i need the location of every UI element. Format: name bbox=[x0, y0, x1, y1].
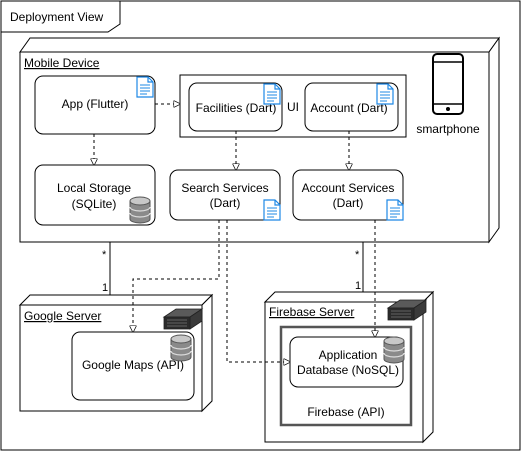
google-server-label: Google Server bbox=[24, 309, 101, 323]
firebase-server-label: Firebase Server bbox=[269, 305, 354, 319]
app-database-line1: Application bbox=[319, 348, 378, 362]
local-storage-component[interactable]: Local Storage (SQLite) bbox=[34, 164, 156, 226]
account-component[interactable]: Account (Dart) bbox=[304, 82, 399, 132]
app-label: App (Flutter) bbox=[62, 97, 129, 111]
facilities-component[interactable]: Facilities (Dart) bbox=[188, 82, 283, 132]
facilities-label: Facilities (Dart) bbox=[196, 101, 277, 115]
firebase-api-label: Firebase (API) bbox=[307, 405, 384, 419]
account-services-line1: Account Services bbox=[302, 181, 395, 195]
edge-search-google-maps bbox=[133, 220, 220, 332]
dependency-edges bbox=[94, 104, 375, 362]
ui-group-label: UI bbox=[287, 100, 299, 114]
database-icon bbox=[129, 196, 151, 224]
association-edges bbox=[109, 242, 364, 295]
database-icon bbox=[383, 336, 405, 364]
smartphone-icon bbox=[432, 53, 464, 115]
google-maps-label: Google Maps (API) bbox=[82, 358, 184, 372]
document-icon bbox=[136, 76, 154, 98]
frame-title-tab bbox=[0, 0, 121, 33]
local-storage-line1: Local Storage bbox=[57, 181, 131, 195]
mult-mobile-firebase-bottom: 1 bbox=[355, 280, 361, 292]
database-icon bbox=[170, 334, 192, 362]
document-icon bbox=[263, 199, 281, 221]
smartphone-label: smartphone bbox=[416, 122, 480, 136]
account-services-line2: (Dart) bbox=[333, 196, 364, 210]
mult-mobile-google-bottom: 1 bbox=[102, 282, 108, 294]
mult-mobile-google-top: * bbox=[102, 249, 107, 261]
document-icon bbox=[263, 83, 281, 105]
app-database-line2: Database (NoSQL) bbox=[297, 363, 399, 377]
search-services-component[interactable]: Search Services (Dart) bbox=[169, 169, 281, 221]
app-database-component[interactable]: Application Database (NoSQL) bbox=[289, 336, 405, 388]
frame-title: Deployment View bbox=[10, 10, 103, 24]
google-maps-component[interactable]: Google Maps (API) bbox=[71, 331, 195, 401]
mult-mobile-firebase-top: * bbox=[355, 249, 360, 261]
local-storage-line2: (SQLite) bbox=[72, 197, 117, 211]
search-services-line2: (Dart) bbox=[210, 196, 241, 210]
search-services-line1: Search Services bbox=[181, 181, 268, 195]
account-label: Account (Dart) bbox=[310, 101, 387, 115]
account-services-component[interactable]: Account Services (Dart) bbox=[292, 169, 404, 221]
mobile-device-label: Mobile Device bbox=[24, 56, 100, 70]
document-icon bbox=[386, 199, 404, 221]
document-icon bbox=[376, 83, 394, 105]
app-component[interactable]: App (Flutter) bbox=[34, 75, 156, 135]
